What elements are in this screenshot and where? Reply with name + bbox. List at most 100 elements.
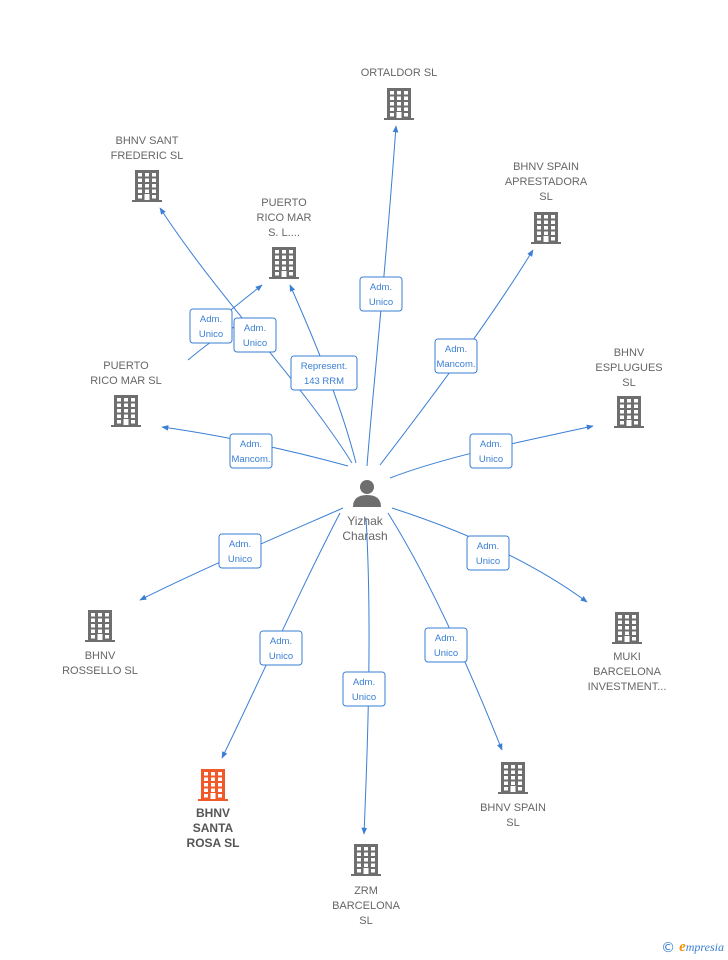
brand-watermark: © empresia	[661, 939, 724, 956]
relation-tag-box	[229, 433, 273, 469]
relation-tag-text: Adm.	[270, 636, 292, 647]
relation-tag-text: Adm.	[200, 314, 222, 325]
building-icon	[85, 610, 115, 642]
relation-tag-text: Unico	[476, 556, 500, 567]
relation-tag-text: Adm.	[229, 539, 251, 550]
building-icon	[612, 612, 642, 644]
relation-tag-puerto-rico-mar-sl[interactable]: Adm. Mancom.	[229, 433, 273, 469]
relation-tag-bhnv-spain-aprestadora[interactable]: Adm.Mancom.	[434, 338, 478, 374]
company-node-puerto-rico-mar-sl[interactable]: PUERTO RICO MAR SL	[90, 360, 162, 427]
relation-tag-text: Adm.	[353, 677, 375, 688]
company-node-muki-barcelona[interactable]: MUKIBARCELONAINVESTMENT...	[588, 612, 667, 693]
person-label: Yizhak	[347, 514, 384, 528]
building-icon	[614, 396, 644, 428]
relation-tag-muki-barcelona[interactable]: Adm. Unico	[466, 535, 510, 571]
relation-tag-text: Adm.	[244, 323, 266, 334]
relation-tag-box	[359, 276, 403, 312]
relation-tag-text: Adm.	[370, 282, 392, 293]
relation-tag-text: Adm.	[240, 439, 262, 450]
relation-tag-text: Unico	[369, 297, 393, 308]
company-label: RICO MAR SL	[90, 375, 162, 387]
brand-name: mpresia	[685, 940, 724, 954]
relation-tag-text: Unico	[269, 651, 293, 662]
company-label: INVESTMENT...	[588, 681, 667, 693]
company-node-zrm-barcelona[interactable]: ZRM BARCELONA SL	[332, 844, 401, 927]
company-label: RICO MAR	[257, 212, 312, 224]
brand-logo-initial: e	[679, 939, 686, 955]
relation-tag-text: Unico	[199, 329, 223, 340]
building-icon	[198, 769, 228, 801]
relation-edge-ortaldor	[366, 125, 399, 467]
company-label: ROSA SL	[187, 836, 240, 850]
building-icon	[498, 762, 528, 794]
relation-tag-text: Unico	[479, 454, 503, 465]
relation-tag-bhnv-rossello[interactable]: Adm. Unico	[218, 533, 262, 569]
relation-tag-ortaldor[interactable]: Adm. Unico	[359, 276, 403, 312]
building-icon	[111, 395, 141, 427]
relation-tag-bhnv-santa-rosa[interactable]: Adm. Unico	[259, 630, 303, 666]
company-label: BHNV	[196, 806, 230, 820]
relation-tag-box	[434, 338, 478, 374]
relation-edge-bhnv-spain	[387, 512, 503, 751]
person-label: Charash	[342, 529, 387, 543]
company-label: SANTA	[193, 821, 234, 835]
company-label: BHNV SPAIN	[480, 802, 546, 814]
relation-tag-bhnv-esplugues[interactable]: Adm. Unico	[469, 433, 513, 469]
relation-tag-zrm-barcelona[interactable]: Adm. Unico	[342, 671, 386, 707]
company-node-bhnv-esplugues[interactable]: BHNV ESPLUGUES SL	[595, 347, 663, 428]
company-label: PUERTO	[261, 197, 307, 209]
building-icon	[132, 170, 162, 202]
relation-tag-text: Unico	[228, 554, 252, 565]
company-label: BHNV	[85, 650, 116, 662]
relation-tag-bhnv-sant-frederic[interactable]: Adm. Unico	[233, 317, 277, 353]
company-label: BARCELONA	[332, 900, 401, 912]
relation-tag-box	[469, 433, 513, 469]
company-label: APRESTADORA	[505, 176, 588, 188]
company-label: ESPLUGUES	[595, 362, 662, 374]
relation-tag-text: Unico	[243, 338, 267, 349]
relation-tag-text: Adm.	[445, 344, 467, 355]
building-icon	[531, 212, 561, 244]
company-label: BHNV SPAIN	[513, 161, 579, 173]
building-icon	[384, 88, 414, 120]
relation-tag-text: Unico	[352, 692, 376, 703]
company-label: ZRM	[354, 885, 378, 897]
relation-tag-text: Adm.	[477, 541, 499, 552]
relation-tag-box	[290, 355, 358, 391]
person-icon	[353, 480, 381, 507]
company-label: MUKI	[613, 651, 641, 663]
company-node-bhnv-sant-frederic[interactable]: BHNV SANT FREDERIC SL	[111, 135, 184, 202]
relation-tag-text: 143 RRM	[304, 376, 344, 387]
company-label: SL	[506, 817, 519, 829]
relation-tag-bhnv-spain[interactable]: Adm.Unico	[424, 627, 468, 663]
relation-tag-text: Represent.	[301, 361, 347, 372]
company-label: ORTALDOR SL	[361, 67, 438, 79]
relation-tag-box	[233, 317, 277, 353]
company-label: BHNV SANT	[116, 135, 179, 147]
relation-tag-text: Adm.	[480, 439, 502, 450]
relation-tag-text: Mancom.	[231, 454, 270, 465]
relation-tag-box	[259, 630, 303, 666]
relation-tag-text: Adm.	[435, 633, 457, 644]
company-label: SL	[359, 915, 372, 927]
company-label: BHNV	[614, 347, 645, 359]
company-label: PUERTO	[103, 360, 149, 372]
relation-tag-box	[424, 627, 468, 663]
relation-tag-box	[218, 533, 262, 569]
company-node-ortaldor[interactable]: ORTALDOR SL	[361, 67, 438, 120]
building-icon	[269, 247, 299, 279]
relation-tag-box	[466, 535, 510, 571]
company-node-bhnv-spain[interactable]: BHNV SPAIN SL	[480, 762, 546, 829]
company-label: FREDERIC SL	[111, 150, 184, 162]
relation-tag-box	[189, 308, 233, 344]
copyright-icon: ©	[661, 939, 676, 956]
relation-tag-puerto-rico-mar-sl-2[interactable]: Adm. Unico	[189, 308, 233, 344]
relation-tag-puerto-rico-mar-sl-2[interactable]: Represent. 143 RRM	[290, 355, 358, 391]
company-label: SL	[622, 377, 635, 389]
